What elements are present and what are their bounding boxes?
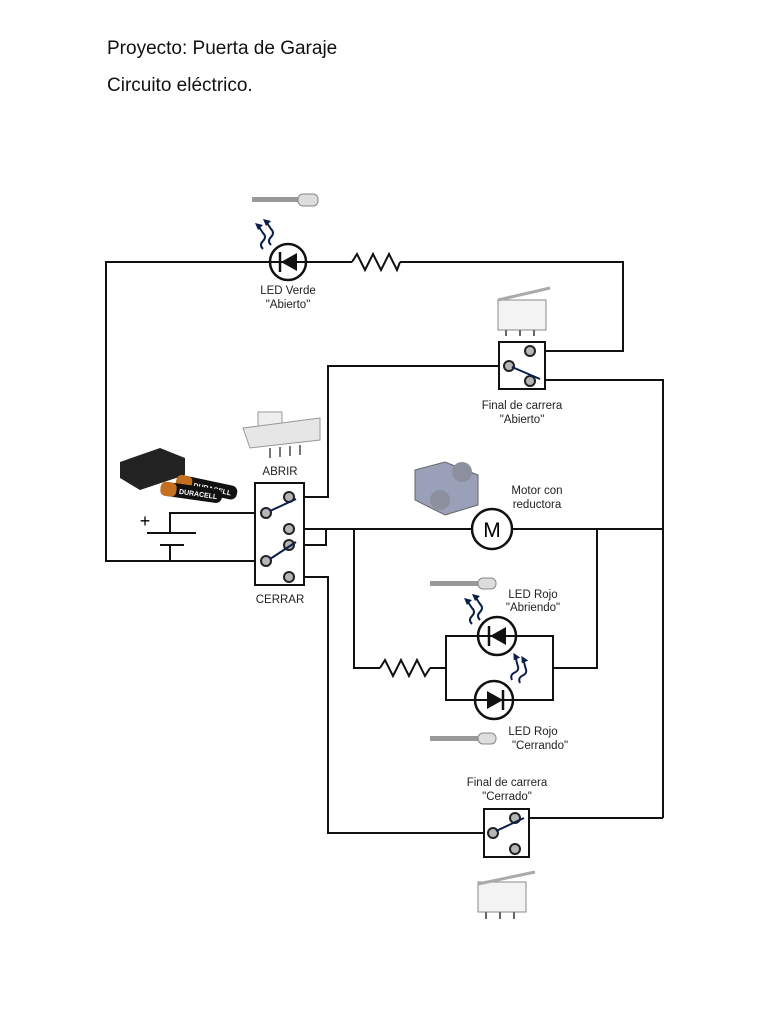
batteries-icon: DURACELL DURACELL bbox=[160, 474, 238, 503]
final-cerrado-sublabel: "Cerrado" bbox=[482, 791, 532, 803]
led-verde-symbol bbox=[254, 218, 308, 282]
motor-symbol-letter: M bbox=[483, 519, 501, 542]
led-cerrando-sublabel: "Cerrando" bbox=[512, 740, 568, 752]
resistor-top bbox=[351, 251, 401, 273]
led-abriendo-label: LED Rojo bbox=[508, 589, 557, 601]
abrir-label: ABRIR bbox=[262, 466, 297, 478]
limit-switch-cerrado bbox=[483, 808, 530, 858]
microswitch-icon bbox=[477, 870, 536, 919]
led-rojo-cerrando-symbol bbox=[473, 651, 532, 721]
wires bbox=[105, 261, 664, 834]
motor-label: Motor con bbox=[511, 485, 562, 497]
page-title: Proyecto: Puerta de Garaje bbox=[107, 38, 338, 59]
motor-sublabel: reductora bbox=[513, 499, 562, 511]
final-abierto-sublabel: "Abierto" bbox=[500, 414, 545, 426]
final-cerrado-label: Final de carrera bbox=[467, 777, 548, 789]
slide-switch-icon bbox=[242, 411, 321, 458]
led-component-icon bbox=[252, 193, 319, 207]
microswitch-icon bbox=[497, 286, 551, 336]
motor-symbol: M bbox=[470, 507, 514, 551]
dpdt-switch bbox=[254, 482, 305, 586]
led-verde-label: LED Verde bbox=[260, 285, 316, 297]
led-verde-sublabel: "Abierto" bbox=[266, 299, 311, 311]
gearmotor-icon bbox=[414, 461, 479, 516]
led-rojo-abriendo-symbol bbox=[463, 593, 518, 657]
led-component-icon bbox=[430, 577, 497, 590]
battery-holder-icon bbox=[120, 448, 185, 490]
limit-switch-abierto bbox=[498, 341, 546, 390]
cerrar-label: CERRAR bbox=[256, 594, 305, 606]
battery-symbol bbox=[147, 532, 196, 546]
led-cerrando-label: LED Rojo bbox=[508, 726, 557, 738]
final-abierto-label: Final de carrera bbox=[482, 400, 563, 412]
led-abriendo-sublabel: "Abriendo" bbox=[506, 602, 560, 614]
resistor-bottom bbox=[379, 657, 431, 679]
battery-plus: + bbox=[140, 511, 151, 531]
page-subtitle: Circuito eléctrico. bbox=[107, 75, 253, 96]
led-component-icon bbox=[430, 732, 497, 745]
